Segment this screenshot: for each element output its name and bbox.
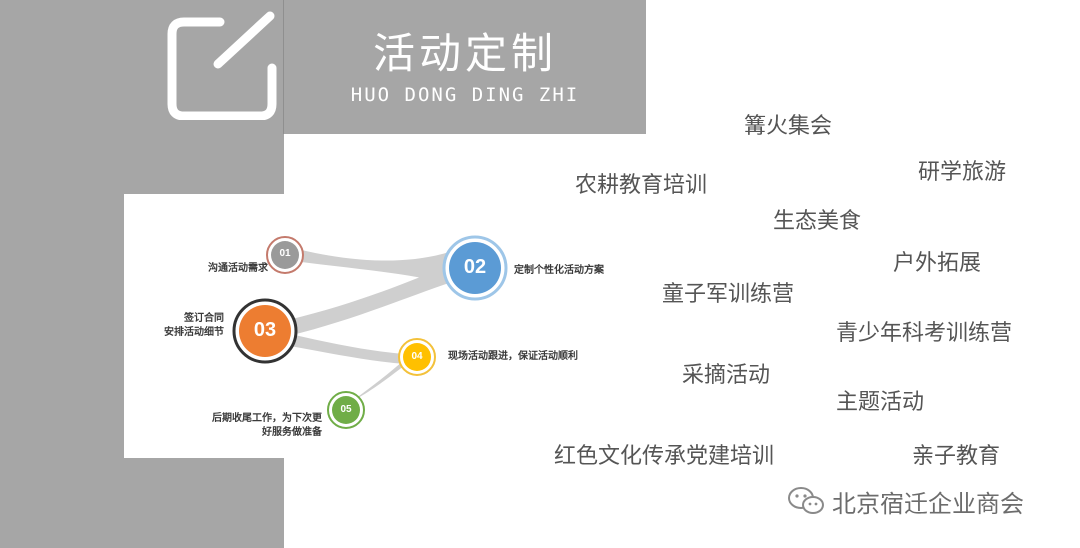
- connector-04-05: [346, 360, 409, 406]
- tag-picking: 采摘活动: [682, 363, 771, 388]
- connector-01-02: [286, 246, 449, 284]
- divider-line: [283, 0, 284, 134]
- step-02-label: 定制个性化活动方案: [514, 265, 604, 276]
- step-04-label: 现场活动跟进，保证活动顺利: [448, 351, 578, 362]
- step-05-label: 后期收尾工作，为下次更 好服务做准备: [212, 413, 322, 438]
- step-03-label: 签订合同 安排活动细节: [164, 313, 224, 338]
- title-band: [284, 0, 646, 134]
- step-05-circle: [332, 396, 360, 424]
- step-02-number: 02: [463, 256, 487, 278]
- wechat-icon: [788, 487, 824, 514]
- page-title: 活动定制: [372, 29, 557, 78]
- step-01-number: 01: [279, 248, 291, 259]
- watermark-text: 北京宿迁企业商会: [832, 489, 1024, 518]
- step-01-label: 沟通活动需求: [208, 263, 268, 274]
- step-04-number: 04: [411, 351, 423, 362]
- tag-parent-child: 亲子教育: [912, 444, 1001, 469]
- tag-bonfire: 篝火集会: [744, 114, 833, 139]
- process-connectors: [232, 235, 508, 429]
- step-04-circle: [403, 343, 431, 371]
- step-03-circle: [239, 305, 291, 357]
- edit-icon: [167, 11, 277, 120]
- tag-theme-activity: 主题活动: [836, 390, 925, 415]
- tag-red-culture: 红色文化传承党建培训: [554, 444, 775, 469]
- step-03-number: 03: [253, 319, 277, 341]
- page-subtitle: HUO DONG DING ZHI: [350, 84, 580, 106]
- tag-farming-education: 农耕教育培训: [575, 173, 708, 198]
- tag-eco-food: 生态美食: [773, 209, 862, 234]
- connector-03-04: [290, 334, 406, 364]
- tag-outdoor: 户外拓展: [893, 251, 982, 276]
- tag-study-tour: 研学旅游: [918, 160, 1007, 185]
- tag-scout-camp: 童子军训练营: [662, 282, 795, 307]
- connector-03-02: [288, 264, 452, 336]
- step-02-circle: [449, 242, 501, 294]
- process-diagram: 01 02 03 04 05 沟通活动需求 定制个性化活动方案 签订合同 安排活…: [124, 194, 624, 458]
- step-01-circle: [271, 241, 299, 269]
- tag-youth-science-camp: 青少年科考训练营: [836, 321, 1013, 346]
- step-05-number: 05: [340, 404, 352, 415]
- watermark: 北京宿迁企业商会: [786, 484, 1024, 518]
